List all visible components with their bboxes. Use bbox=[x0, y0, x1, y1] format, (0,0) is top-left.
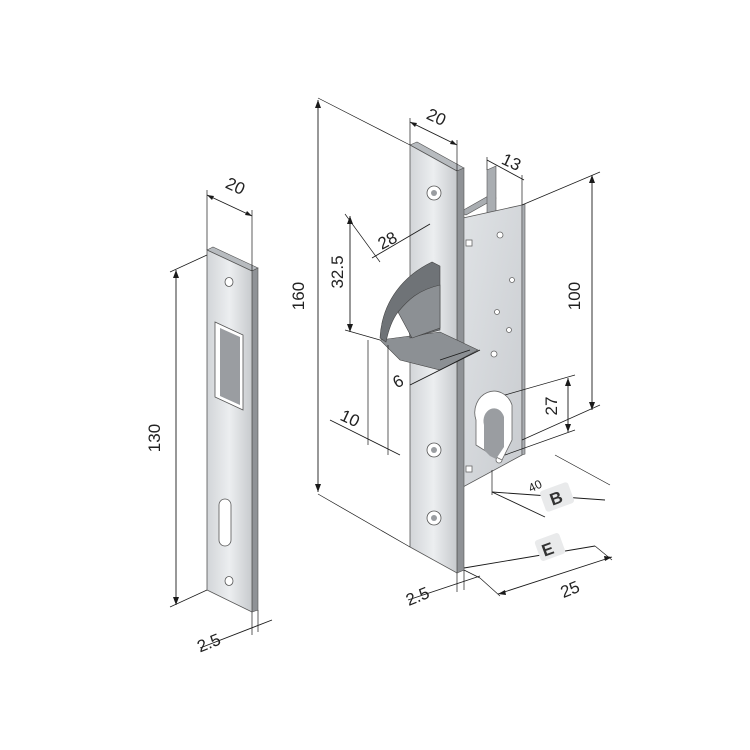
case-width-label: 25 bbox=[558, 577, 583, 602]
case-hole-1 bbox=[496, 231, 504, 239]
bolt-offset-label: 6 bbox=[390, 371, 407, 392]
faceplate-thickness-label: 2.5 bbox=[403, 583, 432, 609]
case-slot-bottom bbox=[465, 465, 473, 473]
strike-plate-bottom-hole bbox=[224, 576, 234, 586]
backset-box bbox=[539, 482, 575, 512]
bolt-depth-label: 10 bbox=[337, 406, 362, 431]
case-hole-5 bbox=[490, 350, 498, 358]
strike-plate bbox=[206, 246, 259, 613]
case-hole-3 bbox=[494, 309, 500, 315]
faceplate-hole-2-inner bbox=[431, 447, 437, 453]
strike-plate-side-edge bbox=[251, 267, 259, 613]
faceplate-side-edge bbox=[456, 167, 465, 574]
e-box bbox=[534, 533, 566, 561]
backset-letter-label: B bbox=[547, 487, 565, 509]
strike-plate-latch-opening-depth bbox=[220, 328, 240, 405]
bolt-height-label: 32.5 bbox=[328, 255, 347, 288]
backset-value-label: 40 bbox=[526, 477, 544, 495]
cylinder-hole-inner bbox=[483, 408, 504, 459]
bolt-throw-label: 28 bbox=[375, 228, 401, 254]
case-hole-2 bbox=[509, 277, 515, 283]
strike-plate-slot bbox=[218, 498, 232, 547]
hook-bolt-tip bbox=[397, 284, 441, 339]
case-height-label: 100 bbox=[565, 282, 584, 310]
overall-height-label: 160 bbox=[289, 282, 308, 310]
faceplate-width-label: 20 bbox=[424, 105, 449, 130]
faceplate-hole-1-inner bbox=[431, 190, 437, 196]
strike-thickness-label: 2.5 bbox=[194, 630, 223, 656]
strike-width-label: 20 bbox=[223, 174, 248, 199]
strike-plate-face bbox=[206, 249, 253, 613]
strike-plate-top-hole bbox=[224, 277, 234, 287]
case-depth-label: 13 bbox=[499, 150, 524, 175]
lock-body bbox=[379, 141, 526, 574]
case-slot-top bbox=[465, 239, 473, 247]
faceplate-hole-3-inner bbox=[431, 515, 437, 521]
lock-case-edge bbox=[521, 203, 526, 456]
case-hole-4 bbox=[506, 327, 512, 333]
cylinder-offset-label: 27 bbox=[542, 397, 561, 416]
strike-height-label: 130 bbox=[145, 424, 164, 452]
